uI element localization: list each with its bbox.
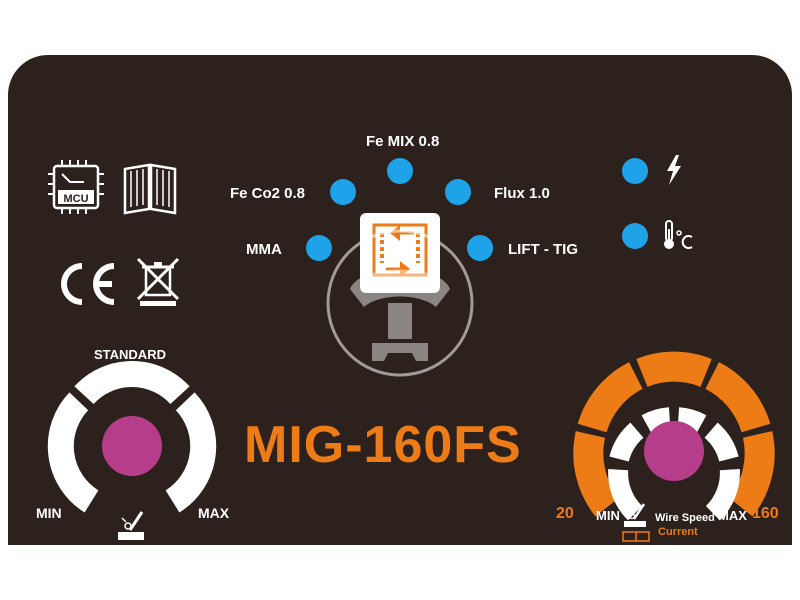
mode-label-mma: MMA xyxy=(246,241,282,258)
right-knob-scale xyxy=(573,351,775,521)
led-mma xyxy=(306,235,332,261)
polarity-indicator-icon xyxy=(622,531,650,542)
lightning-icon xyxy=(667,155,681,185)
mode-label-lift-tig: LIFT - TIG xyxy=(508,241,578,258)
current-min-value: 20 xyxy=(556,505,574,522)
welding-torch-small-icon xyxy=(624,503,646,527)
led-fe-co2 xyxy=(330,179,356,205)
led-fe-mix xyxy=(387,158,413,184)
mcu-label: MCU xyxy=(63,193,89,205)
left-knob-standard-label: STANDARD xyxy=(94,347,166,362)
left-knob-scale xyxy=(47,361,217,513)
mode-label-flux: Flux 1.0 xyxy=(494,185,550,202)
welding-torch-icon xyxy=(118,511,144,540)
mcu-chip-icon xyxy=(48,160,104,214)
right-knob-max-label: MAX xyxy=(718,508,747,523)
thermometer-icon xyxy=(664,220,693,249)
left-knob-min-label: MIN xyxy=(36,505,62,521)
left-knob-max-label: MAX xyxy=(198,505,230,521)
mode-label-fe-co2: Fe Co2 0.8 xyxy=(230,185,306,202)
wire-speed-label: Wire Speed xyxy=(655,512,715,524)
control-panel: Fe MIX 0.8 Fe Co2 0.8 Flux 1.0 MMA LIFT … xyxy=(8,55,792,545)
manual-book-icon xyxy=(123,163,177,215)
led-thermal-indicator xyxy=(622,223,648,249)
left-adjust-knob[interactable] xyxy=(102,416,162,476)
weee-bin-icon xyxy=(136,257,180,306)
right-adjust-knob[interactable] xyxy=(644,421,704,481)
current-label: Current xyxy=(658,526,698,538)
led-lift-tig xyxy=(467,235,493,261)
led-power-indicator xyxy=(622,158,648,184)
led-flux xyxy=(445,179,471,205)
right-knob-min-label: MIN xyxy=(596,508,620,523)
ce-mark-icon xyxy=(61,263,115,305)
current-max-value: 160 xyxy=(752,505,779,522)
model-name: MIG-160FS xyxy=(244,416,522,474)
mode-label-fe-mix: Fe MIX 0.8 xyxy=(366,133,440,150)
watermark-logo xyxy=(326,229,474,377)
